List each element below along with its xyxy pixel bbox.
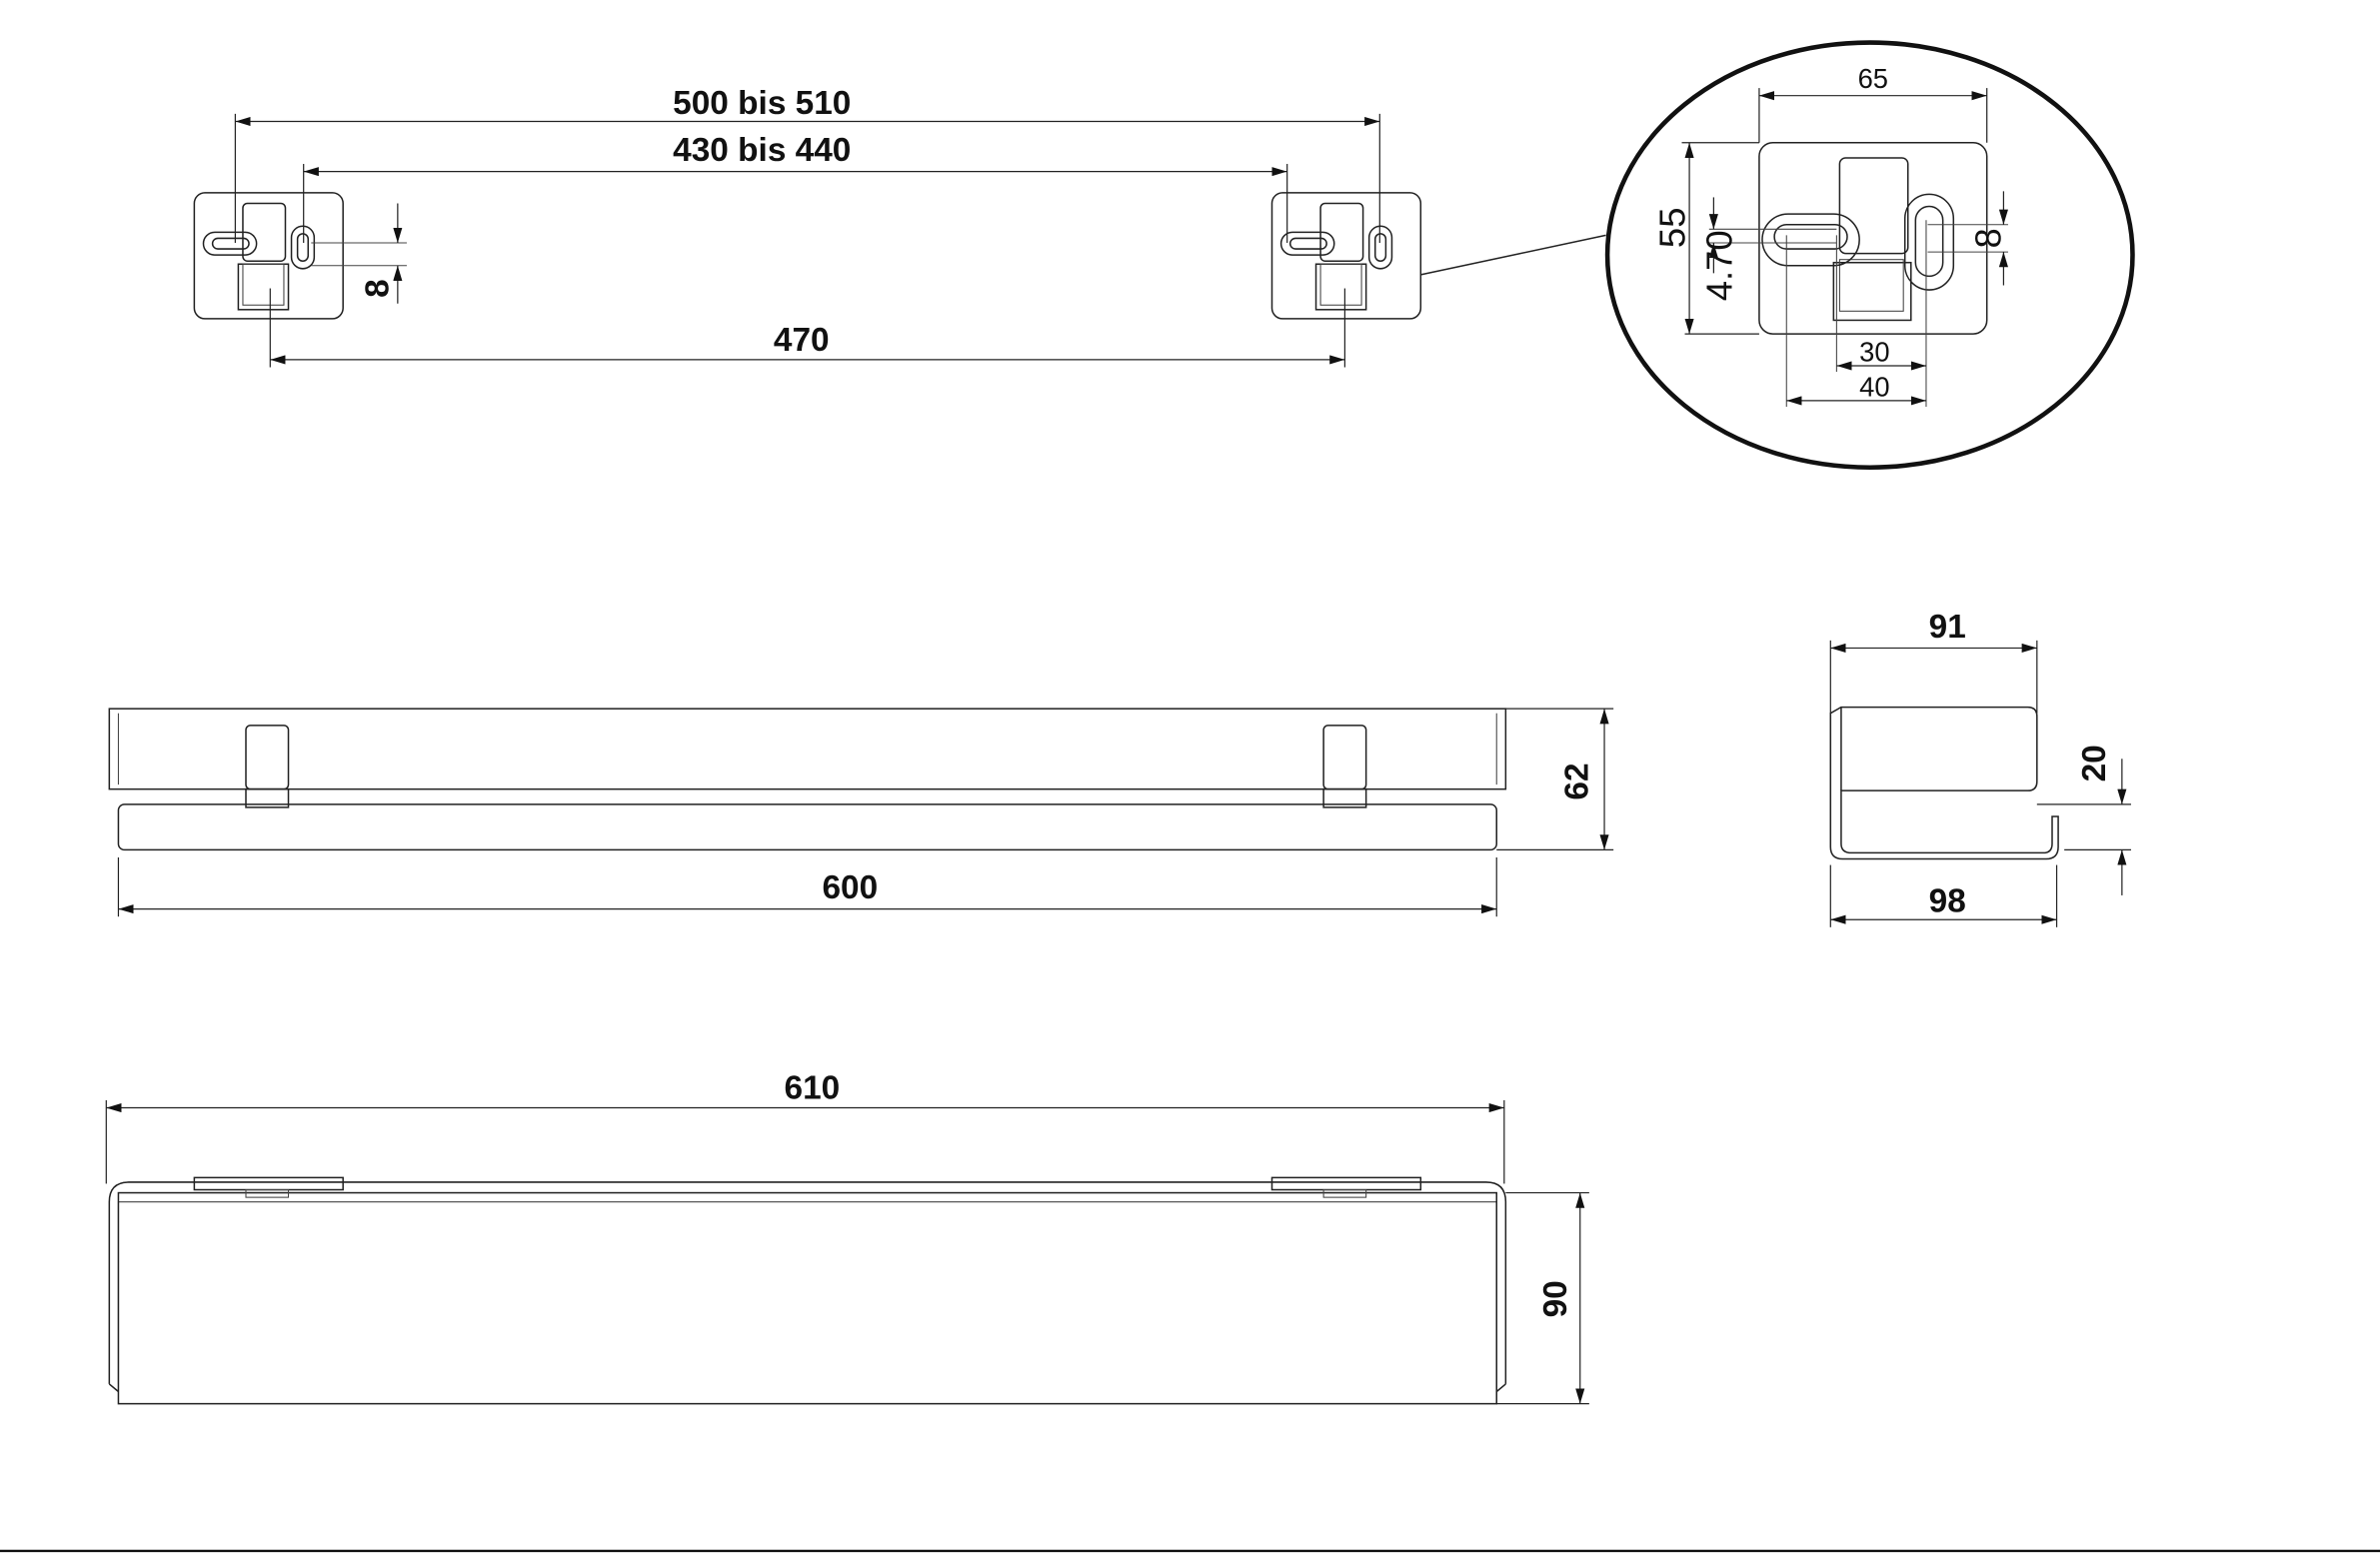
dim-62: 62: [1558, 763, 1595, 799]
dim-slot-8: 8: [360, 279, 397, 298]
dim-20: 20: [2076, 745, 2113, 781]
dim-98: 98: [1929, 883, 1966, 920]
dim-detail-8: 8: [1967, 228, 2008, 248]
mounting-plate-right: [1270, 192, 1422, 320]
mounting-plate-left: [193, 192, 344, 320]
dim-55: 55: [1652, 208, 1693, 249]
bottom-view: 610 90: [105, 1069, 1589, 1405]
side-view: 91 20 98: [1829, 609, 2131, 927]
detail-view: 65 55 4.70 8 30 40: [1604, 40, 2135, 471]
dim-500-510: 500 bis 510: [673, 85, 851, 122]
front-view: 62 600: [108, 708, 1614, 917]
dim-90: 90: [1537, 1280, 1574, 1317]
dim-40: 40: [1859, 371, 1889, 402]
dim-4-70: 4.70: [1699, 230, 1740, 301]
top-view: 500 bis 510 430 bis 440 470 8: [193, 85, 1606, 368]
dim-91: 91: [1929, 609, 1966, 646]
dim-30: 30: [1859, 336, 1889, 367]
dim-600: 600: [822, 869, 878, 906]
dim-65: 65: [1858, 63, 1888, 94]
dim-610: 610: [785, 1069, 841, 1106]
dim-470: 470: [774, 322, 830, 359]
dim-430-440: 430 bis 440: [673, 132, 851, 169]
